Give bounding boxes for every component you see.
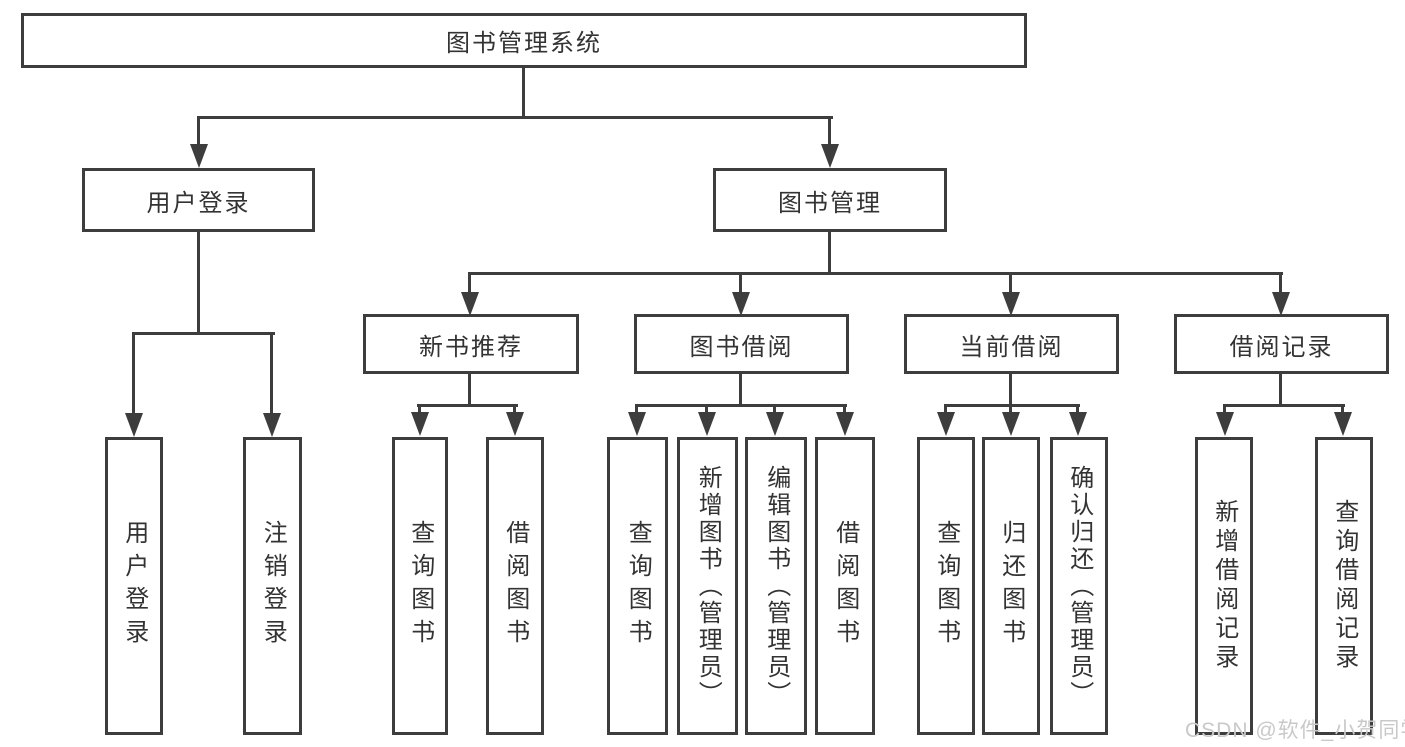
node-label: 编辑图书（管理员） <box>762 464 790 708</box>
connector-stem <box>635 404 638 415</box>
leaf-borrowing-query-books: 查询图书 <box>607 437 668 735</box>
leaf-return-books: 归还图书 <box>982 437 1040 735</box>
connector-user-login-stem <box>197 230 200 335</box>
node-label: 归还图书 <box>997 520 1025 652</box>
arrowhead-book-mgmt <box>821 144 839 168</box>
node-label: 图书借阅 <box>689 333 794 361</box>
connector-stem-records <box>1279 272 1282 294</box>
node-label: 用户登录 <box>146 189 251 217</box>
connector-recommend-stem <box>468 372 471 406</box>
connector-records-stem <box>1279 372 1282 406</box>
arrowhead <box>506 412 524 436</box>
leaf-logout: 注销登录 <box>243 437 302 735</box>
node-label: 新书推荐 <box>419 333 523 361</box>
node-label: 查询图书 <box>406 520 434 652</box>
node-label: 用户登录 <box>120 520 148 652</box>
connector-book-mgmt-branch <box>468 272 1283 275</box>
connector-stem <box>418 404 421 415</box>
node-library-management-system: 图书管理系统 <box>21 13 1027 68</box>
connector-root-branch <box>197 116 833 119</box>
leaf-query-borrow-record: 查询借阅记录 <box>1315 437 1373 735</box>
connector-stem <box>705 404 708 415</box>
connector-stem <box>1076 404 1079 415</box>
leaf-edit-books-admin: 编辑图书（管理员） <box>745 437 807 735</box>
connector-records-branch <box>1223 404 1345 407</box>
arrowhead <box>836 412 854 436</box>
leaf-recommend-borrow-books: 借阅图书 <box>486 437 544 735</box>
connector-recommend-branch <box>417 404 518 407</box>
connector-current-branch <box>944 404 1080 407</box>
node-label: 借阅图书 <box>831 520 859 652</box>
node-label: 查询图书 <box>932 520 960 652</box>
arrowhead-leaf-logout <box>263 413 281 437</box>
arrowhead-borrowing <box>732 292 750 316</box>
connector-stem <box>1223 404 1226 415</box>
connector-stem-user-login <box>197 116 200 146</box>
connector-root-stem <box>522 66 525 118</box>
connector-stem <box>773 404 776 415</box>
arrowhead <box>1069 412 1087 436</box>
node-book-borrowing: 图书借阅 <box>634 314 849 374</box>
node-borrowing-records: 借阅记录 <box>1174 314 1389 374</box>
node-label: 查询图书 <box>624 520 652 652</box>
connector-user-login-branch <box>132 332 275 335</box>
arrowhead <box>766 412 784 436</box>
connector-stem <box>843 404 846 415</box>
arrowhead <box>1002 412 1020 436</box>
connector-borrowing-branch <box>635 404 847 407</box>
arrowhead <box>1216 412 1234 436</box>
leaf-confirm-return-admin: 确认归还（管理员） <box>1050 437 1108 735</box>
arrowhead <box>628 412 646 436</box>
connector-stem <box>1009 404 1012 415</box>
leaf-add-books-admin: 新增图书（管理员） <box>677 437 738 735</box>
arrowhead-leaf-login <box>125 413 143 437</box>
watermark: CSDN @软件_小贺同学 <box>1185 719 1405 742</box>
arrowhead-user-login <box>190 144 208 168</box>
node-current-borrowing: 当前借阅 <box>904 314 1119 374</box>
leaf-user-login: 用户登录 <box>105 437 163 735</box>
leaf-current-query-books: 查询图书 <box>917 437 975 735</box>
leaf-borrowing-borrow-books: 借阅图书 <box>815 437 875 735</box>
node-label: 当前借阅 <box>959 333 1064 361</box>
node-label: 图书管理 <box>778 189 882 217</box>
node-label: 注销登录 <box>259 520 287 652</box>
connector-stem-book-mgmt <box>828 116 831 146</box>
arrowhead-records <box>1272 292 1290 316</box>
arrowhead <box>411 412 429 436</box>
node-label: 借阅图书 <box>501 520 529 652</box>
connector-stem-current <box>1009 272 1012 294</box>
connector-stem-recommend <box>468 272 471 294</box>
leaf-recommend-query-books: 查询图书 <box>392 437 448 735</box>
node-label: 查询借阅记录 <box>1330 499 1358 673</box>
arrowhead-current <box>1002 292 1020 316</box>
connector-borrowing-stem <box>739 372 742 406</box>
connector-stem-borrowing <box>739 272 742 294</box>
leaf-add-borrow-record: 新增借阅记录 <box>1195 437 1253 735</box>
node-label: 新增图书（管理员） <box>694 464 722 708</box>
connector-stem <box>944 404 947 415</box>
arrowhead <box>937 412 955 436</box>
connector-stem-leaf-login <box>132 332 135 415</box>
node-label: 确认归还（管理员） <box>1065 464 1093 708</box>
node-book-management-module: 图书管理 <box>713 168 947 232</box>
node-label: 新增借阅记录 <box>1210 499 1238 673</box>
connector-stem <box>1341 404 1344 415</box>
connector-stem-leaf-logout <box>270 332 273 415</box>
arrowhead <box>1334 412 1352 436</box>
node-user-login-module: 用户登录 <box>82 168 315 232</box>
connector-current-stem <box>1009 372 1012 406</box>
arrowhead <box>698 412 716 436</box>
connector-stem <box>513 404 516 415</box>
node-label: 借阅记录 <box>1229 333 1334 361</box>
node-label: 图书管理系统 <box>446 30 602 57</box>
node-new-book-recommendation: 新书推荐 <box>363 314 579 374</box>
connector-book-mgmt-stem <box>828 230 831 274</box>
arrowhead-recommend <box>461 292 479 316</box>
